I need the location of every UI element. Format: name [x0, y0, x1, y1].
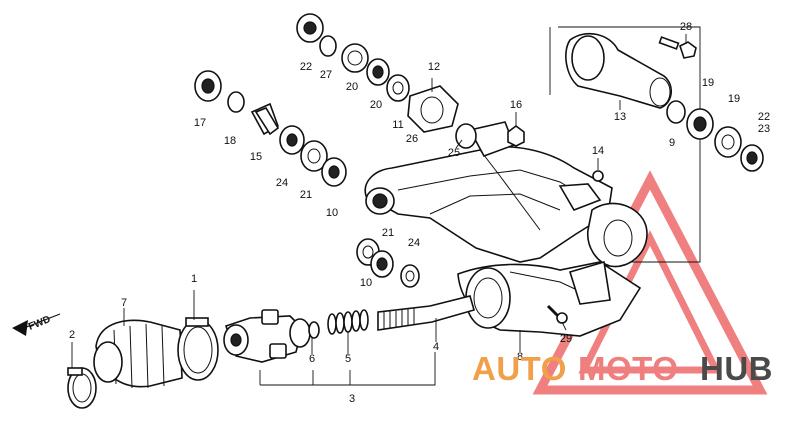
- label-20a: 20: [346, 81, 358, 93]
- label-22b: 22: [758, 111, 770, 123]
- threaded-pin: [254, 107, 280, 136]
- svg-text:MOTO: MOTO: [578, 350, 678, 387]
- label-9: 9: [669, 137, 675, 149]
- svg-text:AUTO: AUTO: [472, 350, 567, 387]
- label-8: 8: [517, 351, 523, 363]
- label-21b: 21: [382, 227, 394, 239]
- label-4: 4: [433, 341, 439, 353]
- label-26: 26: [406, 133, 418, 145]
- label-22a: 22: [300, 61, 312, 73]
- boot-band-large: [177, 317, 219, 381]
- bolt-14: [592, 170, 604, 182]
- label-6: 6: [309, 353, 315, 365]
- housing-bolt: [658, 36, 697, 59]
- label-10b: 10: [360, 277, 372, 289]
- label-16: 16: [510, 99, 522, 111]
- label-14: 14: [592, 145, 604, 157]
- assembly-brackets: [259, 26, 701, 386]
- label-21a: 21: [300, 189, 312, 201]
- label-11: 11: [392, 119, 403, 131]
- label-19b: 19: [728, 93, 740, 105]
- label-13: 13: [614, 111, 626, 123]
- part-number-labels: 1 2 3 4 5 6 7 8 9 10 10 11 12 13 14 15 1…: [69, 21, 770, 405]
- svg-text:HUB: HUB: [700, 350, 773, 387]
- nut: [507, 125, 525, 147]
- output-bearings: [666, 100, 764, 172]
- label-24b: 24: [408, 237, 420, 249]
- svg-text:FWD: FWD: [27, 314, 52, 333]
- bearing-housing: [565, 32, 672, 109]
- circlip: [308, 321, 320, 339]
- label-27: 27: [320, 69, 332, 81]
- label-1: 1: [191, 273, 197, 285]
- label-28: 28: [680, 21, 692, 33]
- label-23: 23: [758, 123, 770, 135]
- label-29: 29: [560, 333, 572, 345]
- label-18: 18: [224, 135, 236, 147]
- label-10a: 10: [326, 207, 338, 219]
- leader-lines: [71, 34, 687, 368]
- label-12: 12: [428, 61, 440, 73]
- pivot-bearings-lower: [356, 238, 420, 288]
- label-20b: 20: [370, 99, 382, 111]
- label-7: 7: [121, 297, 127, 309]
- swingarm: [364, 121, 613, 263]
- label-5: 5: [345, 353, 351, 365]
- drive-shaft: [377, 295, 475, 331]
- label-25: 25: [448, 147, 460, 159]
- forward-direction-indicator: FWD: [12, 313, 61, 336]
- pivot-bearings-upper: [296, 13, 459, 133]
- label-15: 15: [250, 151, 262, 163]
- watermark-text: AUTO MOTO HUB: [472, 350, 773, 387]
- rubber-boot: [93, 319, 183, 389]
- universal-joint: [223, 309, 311, 363]
- boot-band-small: [67, 367, 97, 409]
- label-24a: 24: [276, 177, 288, 189]
- label-3: 3: [349, 393, 355, 405]
- label-17: 17: [194, 117, 206, 129]
- label-2: 2: [69, 329, 75, 341]
- label-19a: 19: [702, 77, 714, 89]
- spring-set: [327, 309, 369, 335]
